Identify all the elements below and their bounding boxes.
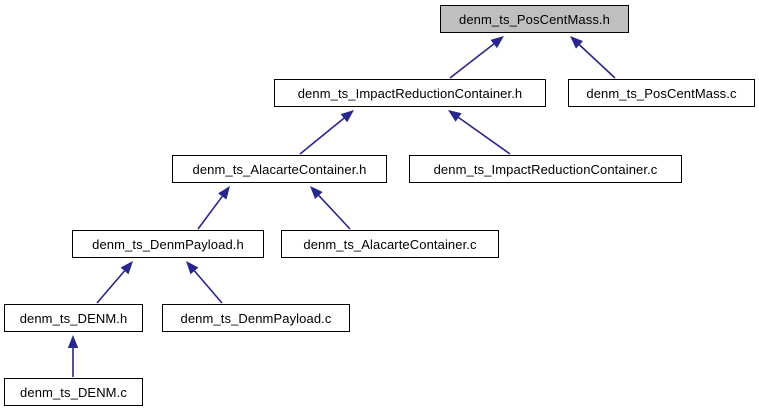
graph-node-label: denm_ts_AlacarteContainer.h [192,161,367,177]
edge-arrowhead [490,36,504,49]
edge-line [96,270,126,304]
edge-arrowhead [218,186,230,200]
edge-line [578,44,616,79]
edge-line [197,195,223,230]
graph-edge-poscentmass_c-to-poscentmass_h [570,36,616,79]
graph-node-denmpayload_h[interactable]: denm_ts_DenmPayload.h [72,230,264,258]
graph-edge-alacarte_h-to-impactreduction_h [299,110,354,155]
edge-arrowhead [448,110,462,122]
graph-node-label: denm_ts_ImpactReductionContainer.c [433,161,658,177]
edge-line [299,117,345,155]
graph-node-poscentmass_h[interactable]: denm_ts_PosCentMass.h [440,5,629,33]
edge-arrowhead [186,261,199,275]
graph-edge-denmpayload_c-to-denmpayload_h [186,261,223,304]
graph-node-label: denm_ts_DenmPayload.c [180,310,332,326]
graph-edge-denm_c-to-denm_h [67,335,79,377]
graph-node-denm_h[interactable]: denm_ts_DENM.h [4,304,143,332]
edge-arrowhead [570,36,584,49]
edge-line [193,270,223,304]
graph-node-denm_c[interactable]: denm_ts_DENM.c [4,378,143,406]
graph-node-poscentmass_c[interactable]: denm_ts_PosCentMass.c [568,79,755,107]
graph-node-alacarte_h[interactable]: denm_ts_AlacarteContainer.h [172,155,387,183]
edge-line [318,194,351,230]
graph-node-label: denm_ts_DENM.c [20,384,127,400]
edge-arrowhead [120,261,133,275]
graph-node-impactreduction_h[interactable]: denm_ts_ImpactReductionContainer.h [274,79,546,107]
graph-node-alacarte_c[interactable]: denm_ts_AlacarteContainer.c [281,230,499,258]
graph-node-denmpayload_c[interactable]: denm_ts_DenmPayload.c [162,304,350,332]
edge-arrowhead [340,110,354,123]
graph-edge-denmpayload_h-to-alacarte_h [197,186,230,230]
graph-node-label: denm_ts_PosCentMass.h [459,11,610,27]
graph-node-label: denm_ts_ImpactReductionContainer.h [297,85,523,101]
graph-node-label: denm_ts_DENM.h [19,310,128,326]
graph-edge-impactreduction_h-to-poscentmass_h [449,36,504,79]
edge-arrowhead [310,186,323,200]
graph-edge-impactreduction_c-to-impactreduction_h [448,110,511,155]
edge-line [458,116,511,155]
graph-edge-denm_h-to-denmpayload_h [96,261,133,304]
graph-node-label: denm_ts_DenmPayload.h [92,236,244,252]
graph-node-label: denm_ts_AlacarteContainer.c [303,236,477,252]
graph-edge-alacarte_c-to-alacarte_h [310,186,351,230]
graph-node-label: denm_ts_PosCentMass.c [586,85,737,101]
edge-arrowhead [67,335,79,348]
edge-line [449,43,495,79]
graph-node-impactreduction_c[interactable]: denm_ts_ImpactReductionContainer.c [409,155,682,183]
